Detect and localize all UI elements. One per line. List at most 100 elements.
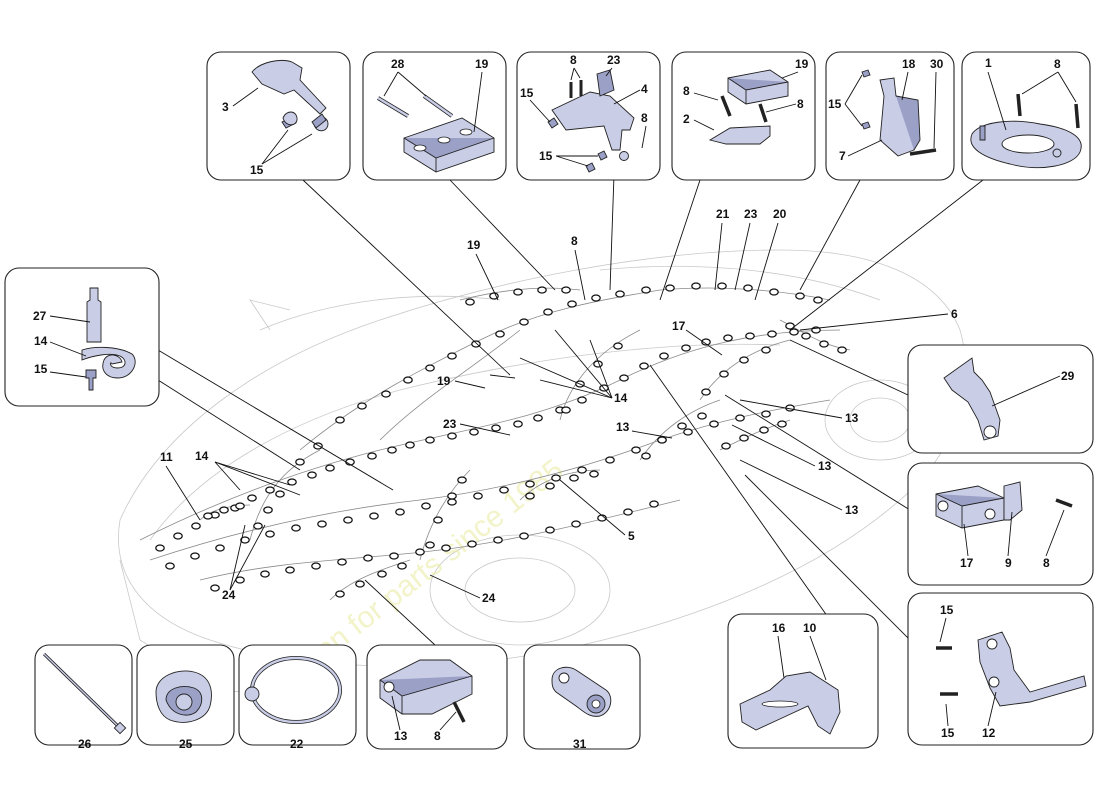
harness-clip [425,541,435,549]
panel-bracket-12: 15 15 12 [907,592,1094,746]
callout-20: 20 [773,207,787,221]
harness-clip [837,346,847,354]
harness-clip [623,508,633,516]
harness-clip [691,282,701,290]
harness-clip [721,442,731,450]
harness-clip [589,470,599,478]
callout-19b: 19 [437,374,451,388]
harness-clip [467,540,477,548]
harness-clip [659,352,669,360]
harness-clip [441,544,451,552]
harness-clip [335,416,345,424]
callout-13c: 13 [818,459,832,473]
harness-clip [543,308,553,316]
harness-clip [469,428,479,436]
label-15: 15 [250,163,264,177]
harness-clip [425,436,435,444]
harness-clip [569,474,579,482]
label-28: 28 [391,57,405,71]
harness-clip [499,486,509,494]
label-17: 17 [960,556,974,570]
label-10: 10 [803,621,817,635]
harness-clip [513,420,523,428]
harness-clip [577,466,587,474]
callout-6: 6 [951,307,958,321]
label-18: 18 [902,57,916,71]
label-13: 13 [394,729,408,743]
label-14: 14 [34,334,48,348]
harness-clip [723,334,733,342]
harness-clip [403,376,413,384]
harness-clip [311,562,321,570]
label-2: 2 [683,112,690,126]
label-22: 22 [290,737,304,751]
harness-clip [537,286,547,294]
label-7: 7 [839,149,846,163]
label-19: 19 [475,57,489,71]
label-16: 16 [772,621,786,635]
harness-clip [355,580,365,588]
callout-19: 19 [467,238,481,252]
harness-clip [491,424,501,432]
harness-clip [203,512,213,520]
harness-clip [545,482,555,490]
harness-clip [709,420,719,428]
harness-clip [275,490,285,498]
harness-clip [795,292,805,300]
harness-clip [577,396,587,404]
label-29: 29 [1061,369,1075,383]
harness-clip [701,338,711,346]
harness-clip [533,414,543,422]
callout-14b: 14 [195,449,209,463]
harness-clip [343,516,353,524]
callout-13a: 13 [845,411,859,425]
callout-13d: 13 [845,503,859,517]
panel-bracket-7: 18 30 15 7 [825,51,955,181]
callout-23b: 23 [443,417,457,431]
harness-clip [287,478,297,486]
callout-17: 17 [672,319,686,333]
harness-clip [165,562,175,570]
harness-clip [631,446,641,454]
label-8: 8 [683,84,690,98]
harness-clip [473,492,483,500]
label-23: 23 [607,53,621,67]
harness-clip [285,566,295,574]
harness-clip [447,498,457,506]
label-8: 8 [641,111,648,125]
panel-hose-clamp-22: 22 [238,644,357,751]
harness-clip [777,420,787,428]
panel-holder-13: 13 8 [366,644,508,750]
harness-clip [571,520,581,528]
label-27: 27 [33,309,47,323]
harness-clip [387,446,397,454]
harness-clip [701,388,711,396]
harness-clip [447,492,457,500]
label-4: 4 [641,82,648,96]
label-19: 19 [795,57,809,71]
harness-clip [325,464,335,472]
harness-clip [639,362,649,370]
harness-clip [739,434,749,442]
harness-clip [363,554,373,562]
harness-clip [219,506,229,514]
harness-clip [369,512,379,520]
harness-clip [641,286,651,294]
harness-clip [561,406,571,414]
label-30: 30 [930,57,944,71]
wiring-harness [139,287,851,601]
harness-clip [649,500,659,508]
harness-clip [613,342,623,350]
label-8: 8 [570,53,577,67]
harness-clip [389,552,399,560]
harness-clip [405,441,415,449]
harness-clip [525,492,535,500]
harness-clip [465,298,475,306]
callout-13b: 13 [616,420,630,434]
harness-clip [525,480,535,488]
harness-clip [615,290,625,298]
harness-callouts: 19 8 21 23 20 6 17 19 14 13 23 13 13 13 … [160,207,958,605]
label-15: 15 [539,149,553,163]
harness-clip [561,286,571,294]
